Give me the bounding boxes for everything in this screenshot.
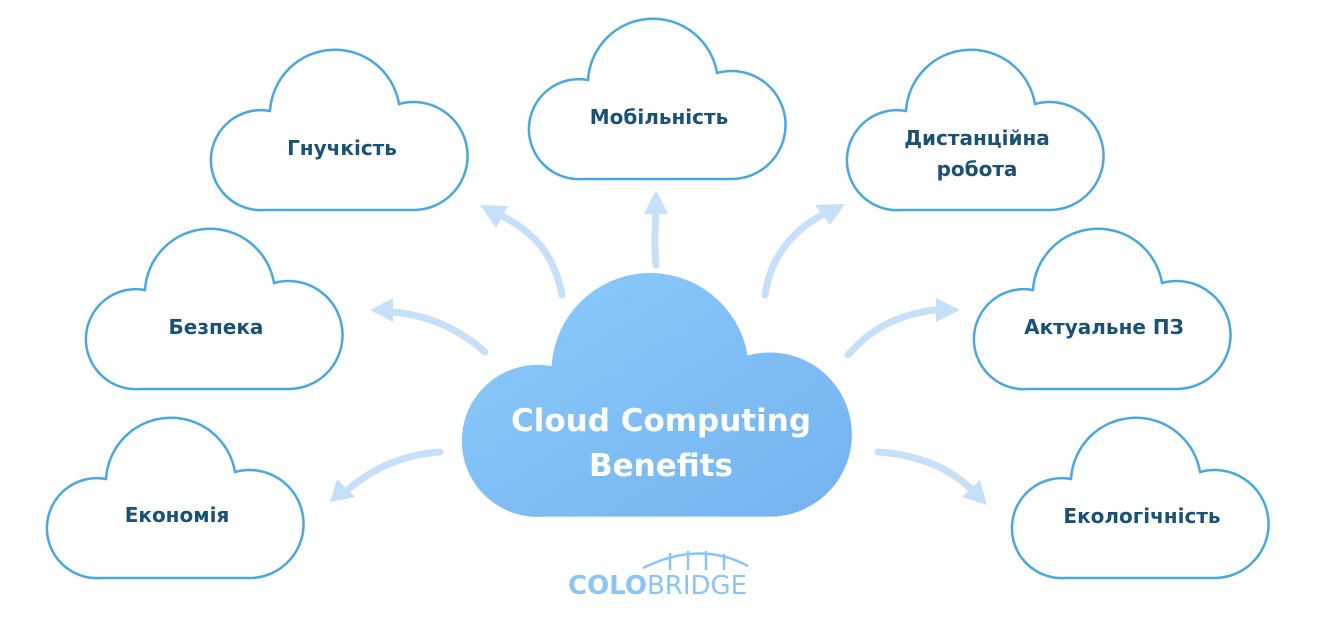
arrowhead-icon	[644, 190, 668, 214]
benefit-label: робота	[937, 157, 1018, 181]
benefit-label: Екологічність	[1063, 504, 1220, 528]
arrowhead-icon	[330, 479, 355, 502]
colobridge-logo: COLOBRIDGE	[568, 551, 749, 601]
benefit-label: Безпека	[169, 315, 264, 339]
arrowhead-icon	[962, 480, 987, 505]
benefit-label: Мобільність	[590, 105, 729, 129]
svg-text:COLOBRIDGE: COLOBRIDGE	[568, 571, 747, 601]
cloud-software	[972, 227, 1232, 391]
arrow-to-ecology	[874, 448, 976, 494]
cloud-flexibility	[209, 48, 469, 212]
logo-light: BRIDGE	[647, 571, 747, 601]
benefit-label: Економія	[125, 503, 230, 527]
arrow-to-software	[844, 306, 939, 359]
cloud-economy	[45, 416, 305, 580]
benefit-label: Актуальне ПЗ	[1024, 315, 1184, 339]
arrow-to-security	[388, 308, 489, 356]
arrow-to-flexibility	[496, 211, 566, 299]
arrowhead-icon	[370, 298, 393, 322]
cloud-ecology	[1010, 416, 1270, 580]
center-title-line2: Benefits	[589, 448, 733, 484]
cloud-mobility	[527, 17, 787, 181]
arrowhead-icon	[480, 205, 508, 228]
arrowhead-icon	[815, 204, 845, 225]
cloud-security	[84, 227, 344, 391]
benefit-label: Гнучкість	[287, 136, 397, 160]
arrowhead-icon	[936, 298, 960, 322]
arrow-to-remote-work	[761, 211, 826, 299]
arrow-to-economy	[341, 448, 444, 496]
center-title-line1: Cloud Computing	[511, 403, 811, 439]
benefit-label: Дистанційна	[904, 126, 1050, 150]
arrow-to-mobility	[651, 208, 660, 269]
logo-bold: COLO	[568, 571, 647, 601]
